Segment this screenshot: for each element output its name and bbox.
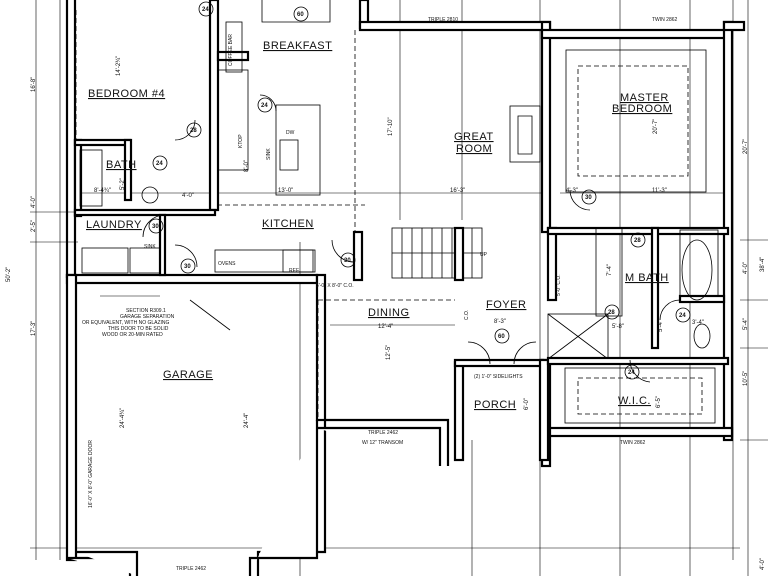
dw-label: DW xyxy=(286,130,295,136)
dim-mbath-a: 7'-4" xyxy=(607,264,613,276)
dim-kitchen-w: 8'-0" xyxy=(244,160,250,172)
dim-mbath-c: 5'-8" xyxy=(612,324,624,330)
door-tags: 24 60 28 24 24 30 30 30 60 28 30 24 24 2… xyxy=(148,1,691,380)
room-master-2: BEDROOM xyxy=(612,103,672,115)
interior-walls xyxy=(73,0,730,424)
door-tag: 24 xyxy=(202,7,209,13)
stair-up-label: UP xyxy=(480,252,488,258)
window-top-triple: TRIPLE 2810 xyxy=(428,17,458,23)
room-mbath: M BATH xyxy=(625,272,669,284)
door-tag: 24 xyxy=(156,161,163,167)
note-line: GARAGE SEPARATION xyxy=(120,314,175,320)
room-labels: BEDROOM #4 BREAKFAST GREAT ROOM MASTER B… xyxy=(86,40,672,411)
room-kitchen: KITCHEN xyxy=(262,218,314,230)
transom-label: W/ 12" TRANSOM xyxy=(362,440,403,446)
room-foyer: FOYER xyxy=(486,299,526,311)
dim-right-b: 4'-0" xyxy=(743,262,749,274)
window-top-twin: TWIN 2862 xyxy=(652,17,678,23)
stair-treads xyxy=(392,228,482,278)
room-great-1: GREAT xyxy=(454,131,494,143)
dim-master-w: 11'-3" xyxy=(652,188,667,194)
sidelights-label: (2) 1'-0" SIDELIGHTS xyxy=(474,374,523,380)
kitchen-co-label: 5'-0" X 8'-0" C.O. xyxy=(316,283,354,289)
dim-great-w: 16'-3" xyxy=(450,188,465,194)
door-tag: 30 xyxy=(585,195,592,201)
door-tag: 28 xyxy=(190,128,197,134)
dimension-lines xyxy=(30,0,768,576)
note-line: SECTION R309.1 xyxy=(126,308,166,314)
dim-left-c: 2'-5" xyxy=(31,220,37,232)
room-porch: PORCH xyxy=(474,399,516,411)
dim-master-d: 20'-7" xyxy=(653,119,659,134)
window-wic-twin: TWIN 2862 xyxy=(620,440,646,446)
room-garage: GARAGE xyxy=(163,369,213,381)
door-tag: 24 xyxy=(679,313,686,319)
dim-dining-w: 12'-4" xyxy=(378,324,393,330)
dim-right-c: 5'-4" xyxy=(743,318,749,330)
dim-right-a: 20'-7" xyxy=(743,139,749,154)
door-tag: 28 xyxy=(608,310,615,316)
room-breakfast: BREAKFAST xyxy=(263,40,332,52)
ovens-label: OVENS xyxy=(218,261,236,267)
dim-right-d: 10'-5" xyxy=(743,371,749,386)
garage-code-note: SECTION R309.1 GARAGE SEPARATION OR EQUI… xyxy=(82,299,231,338)
mbath-co-label: 5'-0" C.O. xyxy=(556,274,562,296)
dim-mbath-b: 5'-4" xyxy=(658,320,664,332)
fixture-labels: COFFEE BAR KTOP SINK DW OVENS REF. SINK … xyxy=(88,34,562,508)
exterior-walls xyxy=(65,0,746,576)
dim-hall: 4'-0" xyxy=(182,193,194,199)
dim-porch-d: 6'-0" xyxy=(524,398,530,410)
dim-dining-d: 12'-5" xyxy=(386,345,392,360)
door-tag: 30 xyxy=(184,264,191,270)
dim-right-overall: 38'-4" xyxy=(760,257,766,272)
dim-mbath-d: 3'-4" xyxy=(692,320,704,326)
dim-left-a: 16'-8" xyxy=(31,77,37,92)
door-tag: 30 xyxy=(344,258,351,264)
door-tag: 24 xyxy=(628,370,635,376)
coffee-bar-label: COFFEE BAR xyxy=(228,34,234,66)
laundry-sink-label: SINK xyxy=(144,244,156,250)
door-tag: 60 xyxy=(498,334,505,340)
dim-left-b: 4'-0" xyxy=(31,196,37,208)
room-bath: BATH xyxy=(106,159,137,171)
door-swings xyxy=(142,94,681,383)
room-dining: DINING xyxy=(368,307,410,319)
window-dining-triple: TRIPLE 2462 xyxy=(368,430,398,436)
room-great-2: ROOM xyxy=(456,143,492,155)
dim-garage-w: 24'-4¾" xyxy=(120,408,126,428)
door-tag: 28 xyxy=(634,238,641,244)
note-line: THIS DOOR TO BE SOLID xyxy=(108,326,169,332)
garage-door-label: 16'-0" X 8'-0" GARAGE DOOR xyxy=(88,440,94,508)
dim-bottom-right: 4'-0" xyxy=(760,558,766,570)
ref-label: REF. xyxy=(289,268,300,274)
door-tag: 30 xyxy=(152,224,159,230)
dim-garage-d: 24'-4" xyxy=(244,413,250,428)
dim-bath-d: 5'-2" xyxy=(120,178,126,190)
door-tag: 60 xyxy=(297,12,304,18)
dim-bedroom4-w: 14'-2¾" xyxy=(116,56,122,76)
room-bedroom4: BEDROOM #4 xyxy=(88,88,165,100)
dim-closet: 4'-3" xyxy=(566,188,578,194)
dim-wic-w: 6'-5" xyxy=(656,396,662,408)
window-garage-triple: TRIPLE 2462 xyxy=(176,566,206,572)
foyer-co-label: C.O. xyxy=(464,310,470,320)
window-labels: TRIPLE 2810 TWIN 2862 TWIN 2862 TRIPLE 2… xyxy=(176,17,678,572)
note-line: OR EQUIVALENT, WITH NO GLAZING xyxy=(82,320,170,326)
room-wic: W.I.C. xyxy=(618,395,651,407)
dim-left-overall: 50'-2" xyxy=(6,267,12,282)
dim-foyer-w: 8'-3" xyxy=(494,319,506,325)
dim-kitchen-d: 13'-0" xyxy=(278,188,293,194)
dim-left-d: 17'-3" xyxy=(31,321,37,336)
sink-label: SINK xyxy=(266,148,272,160)
door-tag: 24 xyxy=(261,103,268,109)
ktop-label: KTOP xyxy=(238,134,244,148)
room-laundry: LAUNDRY xyxy=(86,219,142,231)
dimension-text: 14'-2¾" 8'-4¾" 5'-2" 4'-0" 13'-0" 8'-0" … xyxy=(6,56,766,570)
dim-great-d: 17'-10" xyxy=(388,117,394,136)
room-master-1: MASTER xyxy=(620,92,669,104)
dim-bath-w: 8'-4¾" xyxy=(94,188,111,194)
note-line: WOOD OR 20-MIN RATED xyxy=(102,332,163,338)
